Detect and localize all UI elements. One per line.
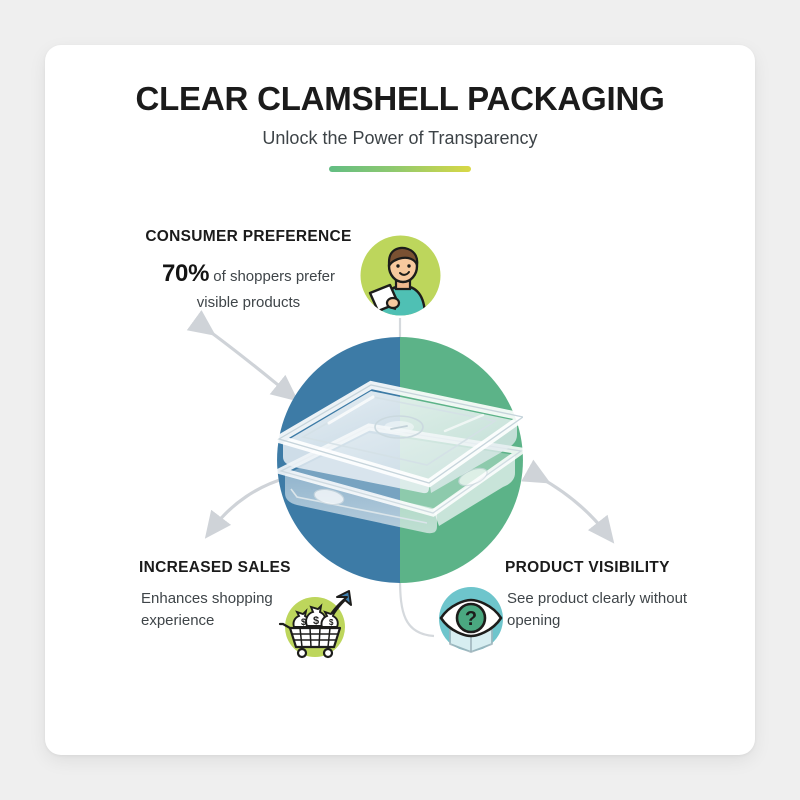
consumer-preference-text: of shoppers prefer visible products	[196, 268, 336, 311]
page-title: CLEAR CLAMSHELL PACKAGING	[135, 80, 665, 117]
clamshell-illustration	[277, 380, 523, 534]
block-increased-sales: INCREASED SALES Enhances shopping experi…	[139, 559, 339, 632]
svg-text:$: $	[329, 618, 334, 627]
block-consumer-preference: CONSUMER PREFERENCE 70% of shoppers pref…	[141, 228, 356, 314]
increased-sales-body: Enhances shopping experience	[141, 590, 273, 629]
product-visibility-heading: PRODUCT VISIBILITY	[505, 559, 670, 576]
title-divider	[329, 166, 471, 172]
consumer-preference-body: 70% of shoppers prefer visible products	[141, 257, 356, 314]
product-visibility-body: See product clearly without opening	[507, 590, 688, 629]
page-subtitle: Unlock the Power of Transparency	[262, 128, 538, 148]
svg-text:$: $	[313, 615, 319, 627]
block-product-visibility: PRODUCT VISIBILITY See product clearly w…	[505, 559, 720, 632]
central-graphic	[277, 337, 523, 583]
svg-text:?: ?	[465, 608, 477, 630]
eye-question-box-icon: ?	[430, 578, 512, 660]
consumer-preference-stat: 70%	[161, 260, 210, 287]
svg-text:$: $	[301, 617, 306, 627]
shopping-cart-money-icon: $ $ $	[277, 583, 357, 663]
shopper-person-icon	[358, 233, 443, 318]
consumer-preference-heading: CONSUMER PREFERENCE	[145, 228, 352, 245]
increased-sales-heading: INCREASED SALES	[139, 559, 291, 576]
